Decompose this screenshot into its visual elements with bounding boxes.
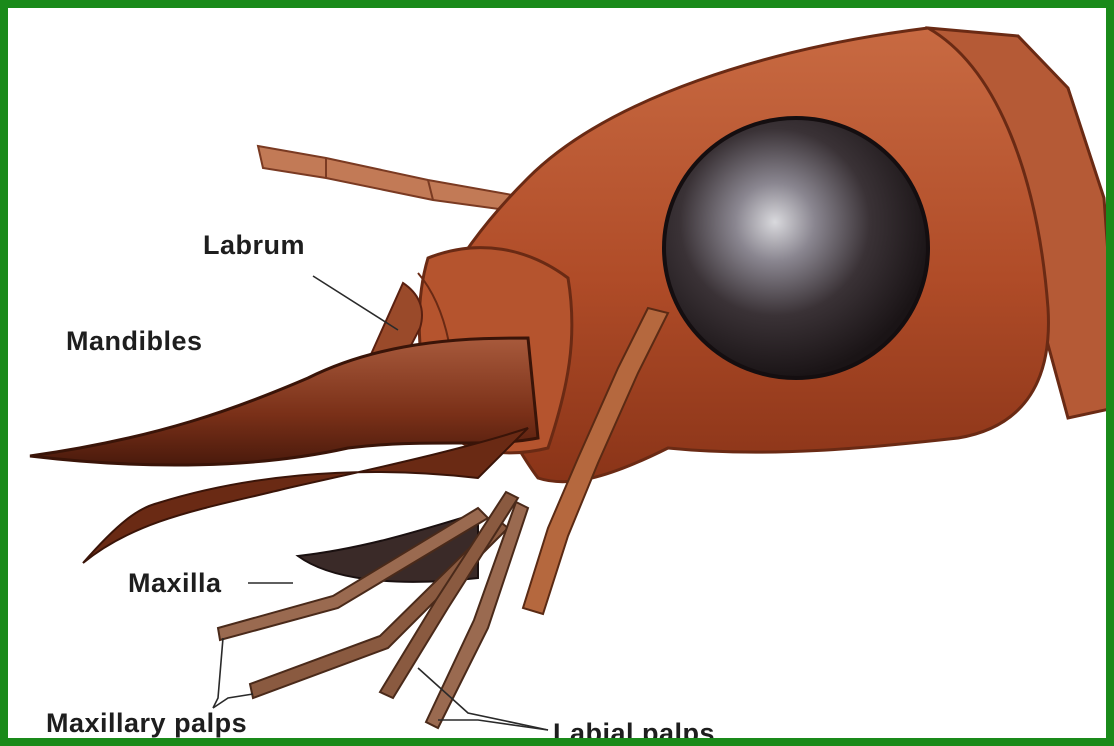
- antenna: [258, 146, 528, 213]
- label-maxilla: Maxilla: [128, 568, 222, 599]
- compound-eye: [664, 118, 928, 378]
- label-mandibles: Mandibles: [66, 326, 203, 357]
- label-maxillary-palps: Maxillary palps: [46, 708, 247, 739]
- mandible-upper: [30, 338, 538, 465]
- label-labrum: Labrum: [203, 230, 305, 261]
- label-labial-palps: Labial palps: [553, 718, 715, 746]
- insect-head-illustration: [8, 8, 1114, 746]
